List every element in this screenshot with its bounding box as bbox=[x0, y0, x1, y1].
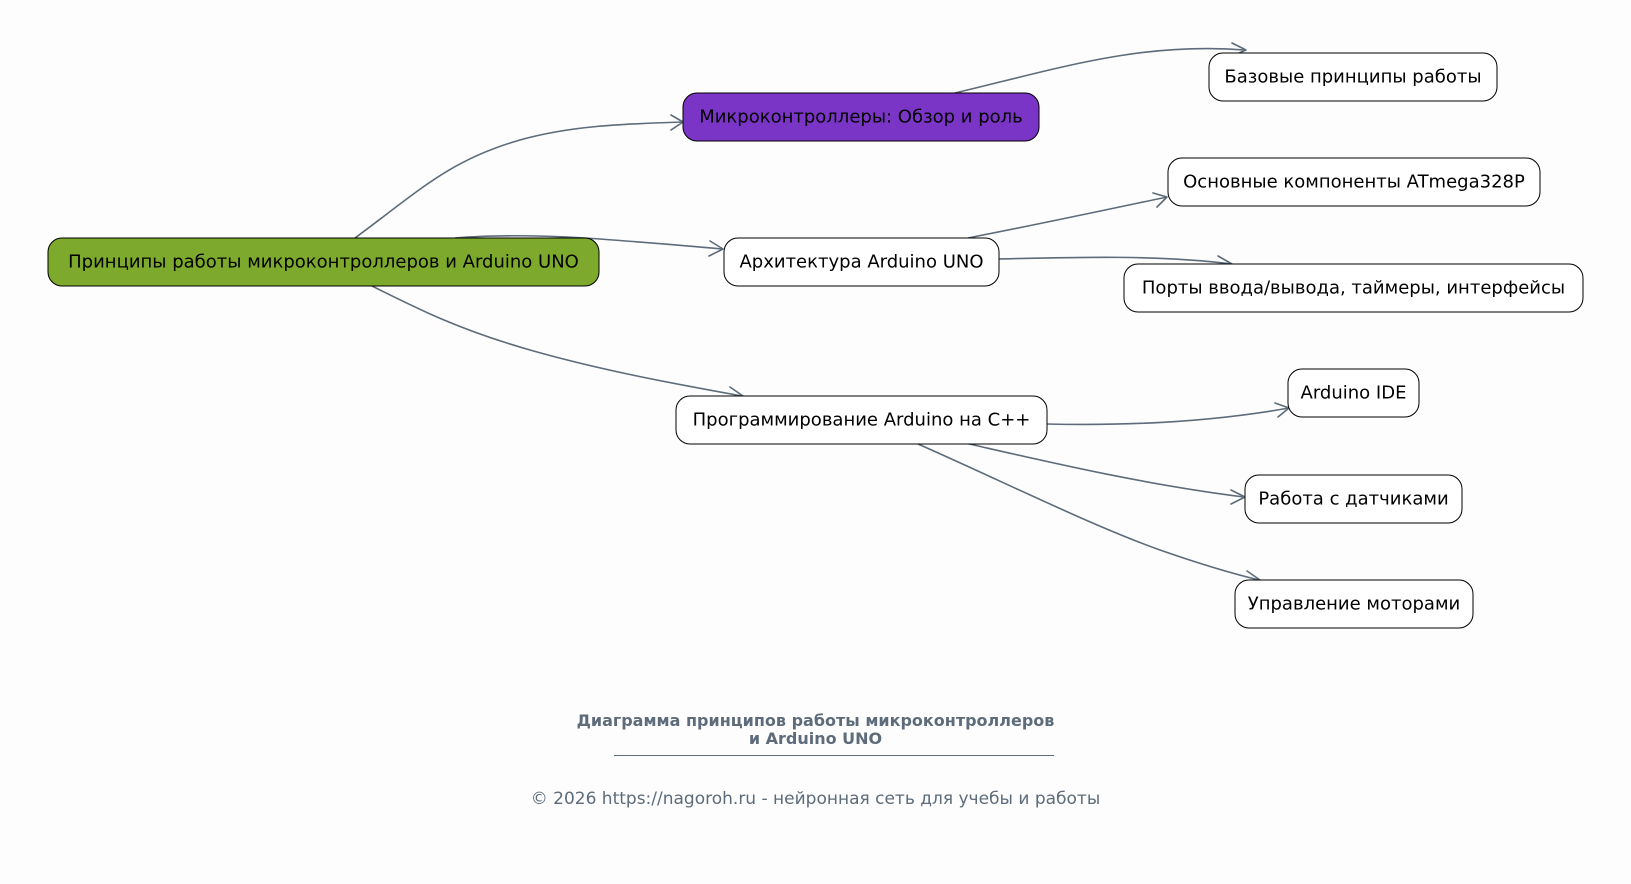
node-sensors-box bbox=[1244, 474, 1463, 524]
node-micro-label: Микроконтроллеры: Обзор и роль bbox=[699, 107, 1023, 128]
node-ide-box bbox=[1287, 368, 1420, 418]
edge-prog-ide bbox=[1045, 407, 1290, 426]
node-motors-box bbox=[1234, 579, 1474, 629]
node-motors-label: Управление моторами bbox=[1248, 594, 1460, 615]
caption-copyright: © 2026 https://nagoroh.ru - нейронная се… bbox=[530, 789, 1101, 809]
caption-title-line-2: и Arduino UNO bbox=[748, 729, 883, 748]
node-prog-box bbox=[675, 395, 1048, 445]
node-sensors[interactable]: Работа с датчиками bbox=[1244, 474, 1463, 524]
node-ide[interactable]: Arduino IDE bbox=[1287, 368, 1420, 418]
node-prog[interactable]: Программирование Arduino на C++ bbox=[675, 395, 1048, 445]
node-micro[interactable]: Микроконтроллеры: Обзор и роль bbox=[682, 92, 1040, 142]
caption-divider bbox=[614, 755, 1054, 756]
node-components-box bbox=[1167, 157, 1541, 207]
caption-title-line-1: Диаграмма принципов работы микроконтролл… bbox=[576, 711, 1055, 730]
node-ports[interactable]: Порты ввода/вывода, таймеры, интерфейсы bbox=[1123, 263, 1584, 313]
edge-root-arch bbox=[454, 234, 723, 250]
edge-micro-basics bbox=[954, 47, 1246, 94]
node-root[interactable]: Принципы работы микроконтроллеров и Ardu… bbox=[47, 237, 600, 287]
edges bbox=[354, 42, 1290, 583]
node-arch-box bbox=[723, 237, 1000, 287]
edge-arch-components-arrow bbox=[1152, 192, 1168, 208]
edge-root-arch-arrow bbox=[708, 240, 724, 257]
node-arch[interactable]: Архитектура Arduino UNO bbox=[723, 237, 1000, 287]
node-motors[interactable]: Управление моторами bbox=[1234, 579, 1474, 629]
node-ports-box bbox=[1123, 263, 1584, 313]
node-basics[interactable]: Базовые принципы работы bbox=[1208, 52, 1498, 102]
edge-arch-ports bbox=[997, 256, 1233, 265]
node-root-box bbox=[47, 237, 600, 287]
node-sensors-label: Работа с датчиками bbox=[1258, 489, 1448, 510]
node-basics-label: Базовые принципы работы bbox=[1224, 67, 1481, 88]
node-arch-label: Архитектура Arduino UNO bbox=[739, 252, 983, 273]
edge-prog-sensors bbox=[964, 442, 1245, 498]
node-components-label: Основные компоненты ATmega328P bbox=[1183, 172, 1525, 193]
node-root-label: Принципы работы микроконтроллеров и Ardu… bbox=[68, 252, 579, 273]
node-prog-label: Программирование Arduino на C++ bbox=[693, 410, 1031, 431]
node-ports-label: Порты ввода/вывода, таймеры, интерфейсы bbox=[1142, 278, 1565, 299]
edge-arch-components bbox=[967, 196, 1168, 239]
diagram-caption-title: Диаграмма принципов работы микроконтролл… bbox=[0, 712, 1631, 748]
node-components[interactable]: Основные компоненты ATmega328P bbox=[1167, 157, 1541, 207]
edge-root-prog bbox=[369, 284, 743, 397]
edge-prog-motors bbox=[917, 443, 1260, 581]
node-basics-box bbox=[1208, 52, 1498, 102]
edge-root-micro bbox=[354, 121, 683, 239]
node-micro-box bbox=[682, 92, 1040, 142]
node-ide-label: Arduino IDE bbox=[1301, 383, 1407, 404]
